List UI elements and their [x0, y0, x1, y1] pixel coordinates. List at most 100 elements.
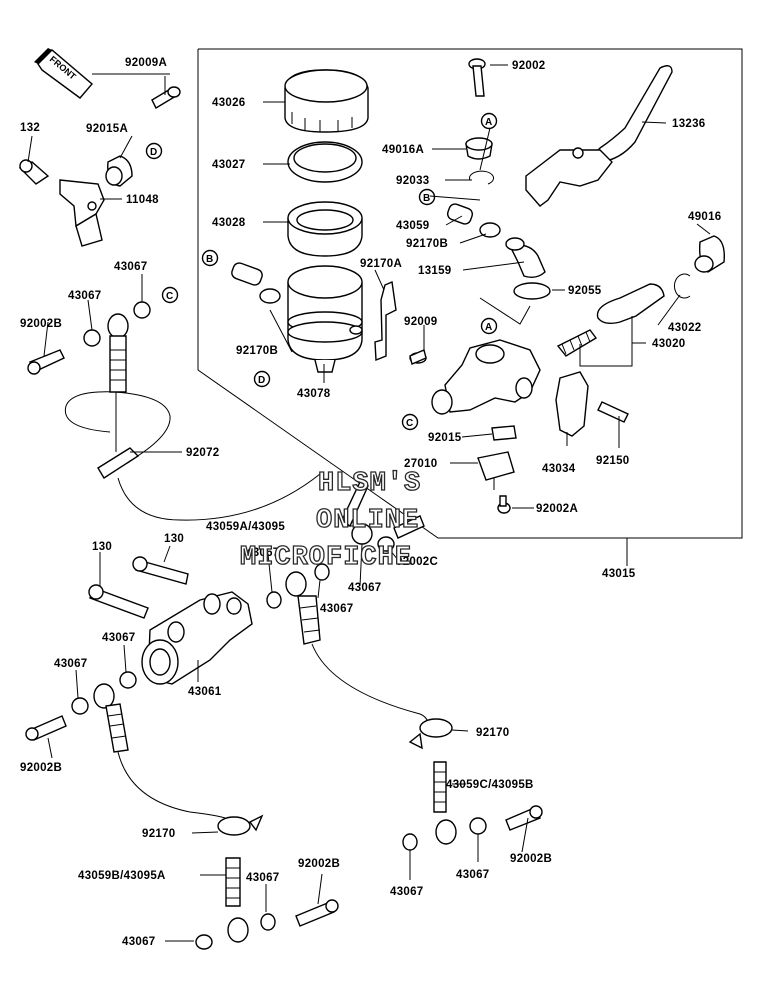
svg-text:D: D [258, 375, 265, 386]
washer-43067-i [260, 913, 276, 931]
label-132: 132 [20, 122, 40, 134]
hose-line-upper [117, 473, 321, 521]
bolt-132 [18, 159, 50, 185]
svg-text:A: A [485, 322, 492, 333]
diaphragm-plate [287, 201, 363, 257]
screw-92002a [497, 495, 511, 514]
label-43078: 43078 [297, 388, 331, 400]
label-43020: 43020 [652, 338, 685, 350]
label-43034: 43034 [542, 463, 576, 475]
label-92170-right: 92170 [476, 727, 509, 739]
marker-d-left: D [145, 142, 163, 160]
label-43026: 43026 [212, 97, 245, 109]
marker-a-connector [479, 297, 531, 325]
circlip-92033 [469, 170, 495, 185]
label-43059b-43095a: 43059B/43095A [78, 870, 166, 882]
washer-43067-b [133, 301, 151, 319]
label-92055: 92055 [568, 285, 602, 297]
label-92009a: 92009A [125, 57, 167, 69]
label-92170a: 92170A [360, 258, 402, 270]
banjo-fitting-center [341, 481, 425, 552]
reservoir-hose-short [231, 262, 281, 304]
reservoir-body [287, 265, 363, 373]
label-43027: 43027 [212, 159, 245, 171]
banjo-bolt-92002b-left [25, 715, 67, 741]
screw-92009 [409, 349, 427, 365]
banjo-fitting-lower-left [93, 683, 129, 753]
label-43067-10: 43067 [246, 872, 279, 884]
clamp-43034 [555, 371, 589, 437]
label-92170b-2: 92170B [406, 238, 448, 250]
label-92009: 92009 [404, 316, 437, 328]
banjo-bolt-92002b-bottom [295, 899, 339, 927]
label-13236: 13236 [672, 118, 705, 130]
bolt-92150 [597, 401, 629, 423]
washer-43067-g [119, 671, 137, 689]
label-92002b-2: 92002B [20, 762, 62, 774]
label-43067-9: 43067 [390, 886, 423, 898]
label-92170-left: 92170 [142, 828, 175, 840]
switch-27010 [477, 451, 515, 490]
washer-43067-d [314, 563, 330, 581]
marker-b-left: B [201, 249, 219, 267]
label-92002b-4: 92002B [298, 858, 340, 870]
label-43059a-43095: 43059A/43095 [206, 521, 285, 533]
label-49016: 49016 [688, 211, 721, 223]
bracket-11048 [59, 179, 105, 247]
label-43067-2: 43067 [68, 290, 101, 302]
banjo-fitting-mid [285, 571, 321, 645]
junction-43061 [141, 591, 253, 685]
washer-43067-e [402, 833, 418, 851]
svg-text:A: A [485, 117, 492, 128]
hose-line-right [311, 643, 429, 731]
washer-43067-f [469, 817, 487, 835]
svg-text:MICROFICHE: MICROFICHE [240, 543, 412, 573]
label-92015: 92015 [428, 432, 462, 444]
watermark: HLSM'S ONLINE MICROFICHE [239, 468, 421, 573]
marker-a-body: A [480, 317, 498, 335]
o-ring-92055 [513, 282, 551, 300]
marker-d-reservoir: D [253, 370, 271, 388]
label-92002b-3: 92002B [510, 853, 552, 865]
fitting-13159 [505, 237, 546, 279]
reservoir-diaphragm [287, 141, 363, 183]
hose-clamp-bracket [374, 280, 397, 362]
marker-c-left: C [161, 286, 179, 304]
hose-joint-92170-right [408, 718, 453, 750]
screw-92002 [468, 58, 486, 97]
label-43028: 43028 [212, 217, 246, 229]
label-92002: 92002 [512, 60, 545, 72]
svg-text:C: C [406, 418, 413, 429]
svg-text:C: C [166, 291, 173, 302]
label-43067-7: 43067 [320, 603, 353, 615]
nut-92015 [491, 425, 517, 441]
label-92033: 92033 [396, 175, 429, 187]
marker-b-right: B [418, 188, 436, 206]
label-130-2: 130 [164, 533, 184, 545]
label-49016a: 49016A [382, 144, 424, 156]
leader-lines [27, 64, 711, 942]
label-43067-5: 43067 [102, 632, 135, 644]
label-43059c-43095b: 43059C/43095B [446, 779, 534, 791]
piston-43020 [556, 283, 665, 357]
label-130-1: 130 [92, 541, 112, 553]
banjo-fitting-bottom [225, 857, 249, 943]
label-92015a: 92015A [86, 123, 128, 135]
banjo-fitting-top-left [107, 313, 129, 393]
label-43067-8: 43067 [456, 869, 489, 881]
boot-49016a [465, 137, 493, 160]
label-92002c: 92002C [396, 556, 438, 568]
label-43067-4: 43067 [348, 582, 381, 594]
label-43015: 43015 [602, 568, 636, 580]
label-27010: 27010 [404, 458, 437, 470]
label-43067-11: 43067 [122, 936, 155, 948]
label-92002a: 92002A [536, 503, 578, 515]
label-92150: 92150 [596, 455, 629, 467]
banjo-bolt-92002b-right [505, 805, 543, 831]
circlip-43022 [673, 273, 691, 299]
marker-a-top: A [480, 112, 498, 130]
assembly-frame [197, 48, 743, 539]
reservoir-cap [284, 69, 369, 133]
label-43067-3: 43067 [246, 547, 279, 559]
label-43067-1: 43067 [114, 261, 147, 273]
